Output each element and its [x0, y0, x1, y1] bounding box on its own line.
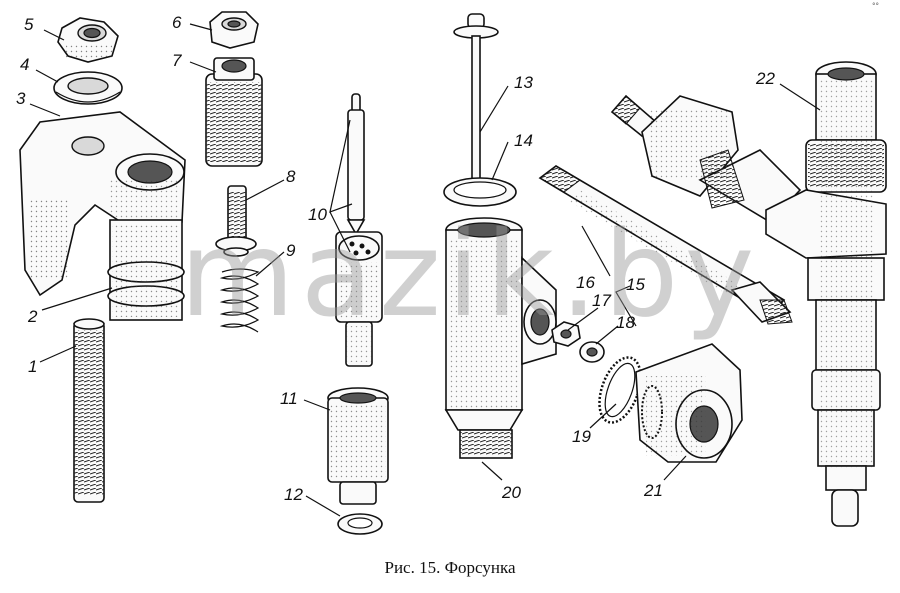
part-7-bushing: [205, 57, 263, 167]
part-10-needle-atomizer: [335, 93, 383, 367]
label-22: 22: [755, 69, 775, 88]
label-8: 8: [286, 167, 296, 186]
part-number-labels: 5 4 3 2 1 6 7 8 9 10 11 12 13 14 15 16 1…: [16, 13, 775, 504]
label-7: 7: [172, 51, 182, 70]
label-13: 13: [514, 73, 533, 92]
label-21: 21: [643, 481, 663, 500]
part-2-sleeve: [107, 219, 185, 321]
label-6: 6: [172, 13, 182, 32]
part-6-nut: [209, 11, 259, 49]
part-21-banjo: [635, 343, 743, 463]
part-3-bracket: [19, 111, 186, 297]
label-2: 2: [27, 307, 38, 326]
label-19: 19: [572, 427, 591, 446]
corner-mark: °°: [872, 2, 879, 10]
part-22-assembled-injector: [765, 61, 887, 527]
part-16-pipe: [538, 165, 793, 325]
figure-caption: Рис. 15. Форсунка: [384, 558, 516, 577]
part-22-top-fitting: [610, 94, 802, 224]
label-5: 5: [24, 15, 34, 34]
label-9: 9: [286, 241, 296, 260]
label-20: 20: [501, 483, 521, 502]
part-14-ring: [443, 177, 517, 207]
part-13-filter-rod: [453, 13, 499, 195]
label-10: 10: [308, 205, 327, 224]
label-14: 14: [514, 131, 533, 150]
part-18-washer: [579, 341, 605, 363]
label-3: 3: [16, 89, 26, 108]
part-1-stud: [73, 318, 105, 503]
part-5-nut: [57, 17, 119, 63]
label-15: 15: [626, 275, 645, 294]
part-9-spring: [219, 268, 260, 333]
label-4: 4: [20, 55, 29, 74]
part-4-washer: [53, 71, 123, 105]
leader-lines: [29, 23, 821, 517]
part-11-cap-nut: [327, 387, 389, 505]
label-1: 1: [28, 357, 37, 376]
label-12: 12: [284, 485, 303, 504]
part-12-ring: [337, 513, 383, 535]
label-17: 17: [592, 291, 611, 310]
label-18: 18: [616, 313, 635, 332]
label-16: 16: [576, 273, 595, 292]
part-17-nut: [551, 321, 581, 347]
label-11: 11: [280, 389, 298, 408]
part-20-injector-body: [444, 217, 557, 459]
part-8-screw: [215, 185, 257, 257]
